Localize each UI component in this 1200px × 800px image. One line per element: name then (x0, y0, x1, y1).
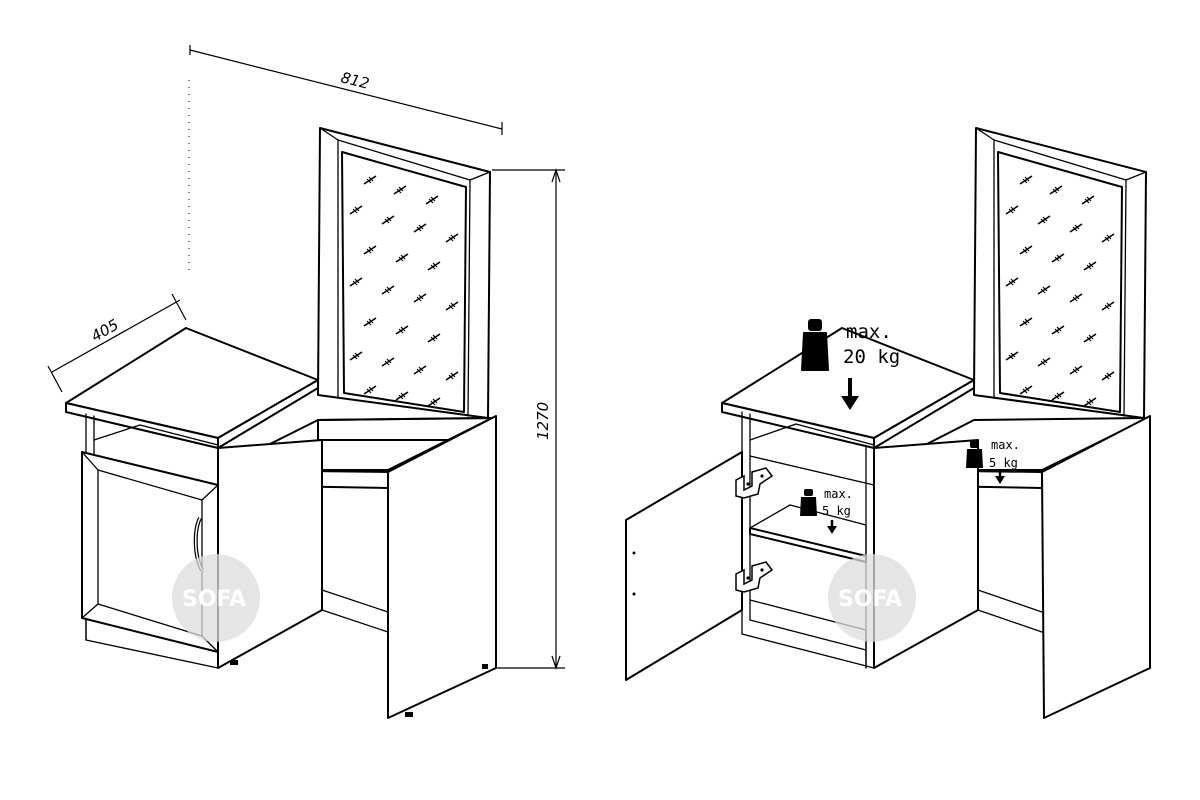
mirror-panel (317, 127, 491, 419)
weight-icon (966, 441, 983, 468)
hinge-icon (735, 467, 774, 499)
svg-text:5 kg: 5 kg (822, 504, 851, 518)
svg-text:20 kg: 20 kg (843, 346, 900, 368)
watermark-right: SOFA (828, 554, 916, 642)
height-dimension: 1270 (492, 168, 565, 670)
svg-text:max.: max. (991, 438, 1020, 452)
watermark-left: SOFA (172, 554, 260, 642)
top-load-indicator: max. 20 kg (801, 319, 900, 410)
desk-load-indicator: max. 5 kg (966, 438, 1020, 484)
svg-text:5 kg: 5 kg (989, 456, 1018, 470)
svg-text:SOFA: SOFA (838, 587, 902, 612)
mirror-panel-right (973, 127, 1147, 419)
depth-label: 405 (88, 316, 122, 346)
shelf-load-indicator: max. 5 kg (800, 487, 853, 534)
load-view: max. 20 kg max. 5 kg (625, 127, 1151, 719)
down-arrow-icon (995, 470, 1005, 484)
weight-icon (800, 489, 817, 516)
height-label: 1270 (534, 402, 552, 440)
weight-icon (801, 319, 829, 371)
hinge-icon (735, 561, 774, 593)
cabinet-open (625, 327, 979, 681)
down-arrow-icon (827, 520, 837, 534)
cabinet (65, 327, 323, 669)
svg-text:max.: max. (846, 321, 892, 343)
dimensioned-view: 812 405 1270 (47, 45, 565, 719)
svg-text:max.: max. (824, 487, 853, 501)
svg-text:SOFA: SOFA (182, 587, 246, 612)
down-arrow-icon (841, 378, 859, 410)
